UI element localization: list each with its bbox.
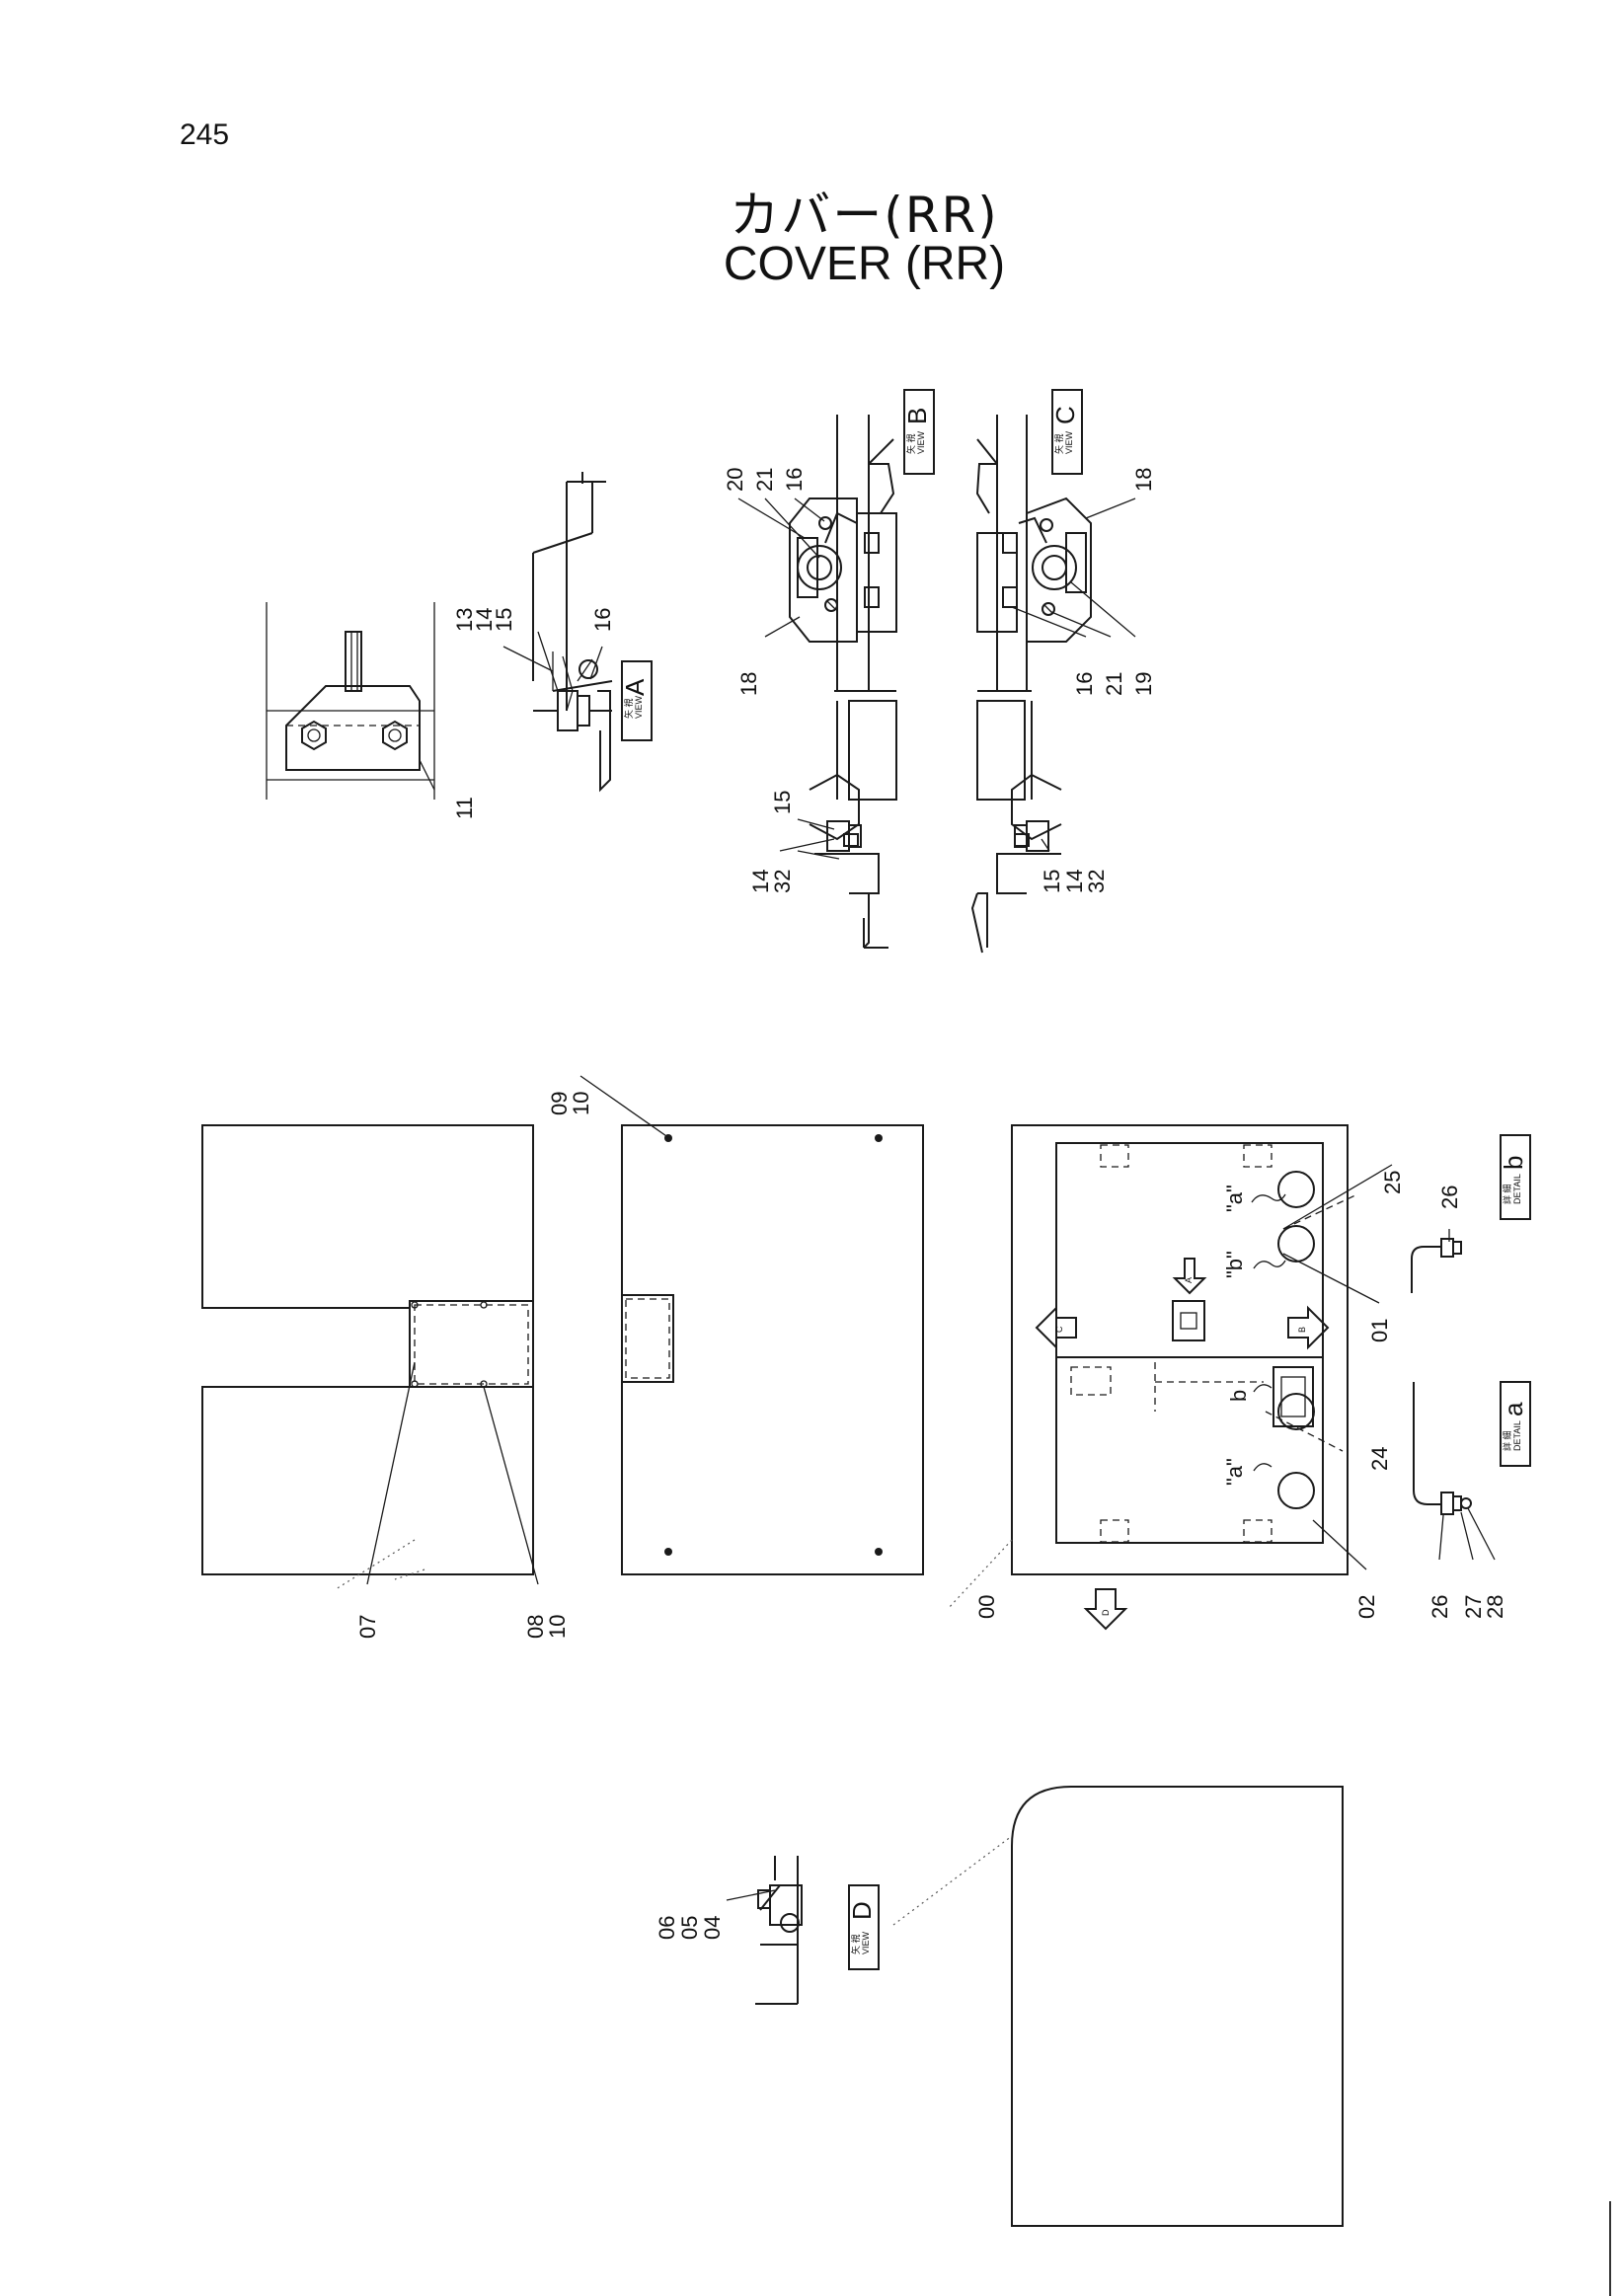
svg-text:B: B bbox=[902, 408, 932, 424]
page-number: 245 bbox=[180, 118, 230, 151]
svg-text:VIEW: VIEW bbox=[634, 695, 644, 719]
svg-text:16: 16 bbox=[1072, 672, 1097, 696]
svg-text:a: a bbox=[1499, 1402, 1528, 1416]
svg-text:16: 16 bbox=[590, 608, 615, 632]
svg-text:15: 15 bbox=[1040, 870, 1064, 893]
svg-text:09: 09 bbox=[547, 1092, 572, 1115]
callouts-view-a: 13 14 15 16 11 bbox=[452, 608, 615, 819]
cover-panel-middle bbox=[621, 1124, 924, 1575]
svg-text:08: 08 bbox=[523, 1615, 548, 1639]
svg-text:DETAIL: DETAIL bbox=[1512, 1420, 1522, 1451]
svg-text:14: 14 bbox=[472, 608, 497, 632]
svg-text:21: 21 bbox=[752, 468, 777, 492]
svg-text:26: 26 bbox=[1437, 1186, 1462, 1209]
svg-text:15: 15 bbox=[492, 608, 516, 632]
cover-panel-left bbox=[201, 1124, 534, 1575]
callouts-view-c: 18 16 21 19 bbox=[1011, 468, 1156, 696]
view-b-assembly bbox=[789, 415, 897, 691]
svg-text:10: 10 bbox=[545, 1615, 570, 1639]
svg-text:01: 01 bbox=[1367, 1319, 1392, 1342]
cover-frame-right: "a" "b" "a" b bbox=[1011, 1124, 1358, 1575]
svg-text:14: 14 bbox=[1062, 870, 1087, 893]
svg-text:07: 07 bbox=[355, 1615, 380, 1639]
perforated-floor-mat bbox=[1011, 1786, 1344, 2227]
page-edge-line bbox=[1609, 2201, 1611, 2296]
svg-text:16: 16 bbox=[782, 468, 807, 492]
svg-text:A: A bbox=[620, 678, 650, 696]
callouts-view-d: 06 05 04 bbox=[655, 1889, 776, 1940]
svg-text:26: 26 bbox=[1427, 1595, 1452, 1619]
svg-text:25: 25 bbox=[1380, 1171, 1405, 1194]
view-a-assembly bbox=[266, 472, 613, 800]
svg-text:矢 視: 矢 視 bbox=[1053, 433, 1064, 454]
svg-text:11: 11 bbox=[452, 797, 477, 819]
svg-text:18: 18 bbox=[1131, 468, 1156, 492]
svg-text:06: 06 bbox=[655, 1916, 679, 1940]
svg-text:b: b bbox=[1499, 1156, 1528, 1170]
view-c-assembly bbox=[975, 415, 1092, 691]
svg-text:13: 13 bbox=[452, 608, 477, 632]
detail-b-label-box: DETAIL 詳 細 b bbox=[1499, 1134, 1531, 1220]
svg-text:矢 視: 矢 視 bbox=[623, 698, 634, 719]
callouts-details: 26 26 27 28 bbox=[1427, 1186, 1507, 1619]
svg-text:"a": "a" bbox=[1222, 1458, 1247, 1486]
view-c-label-box: VIEW 矢 視 C bbox=[1050, 389, 1083, 475]
svg-text:19: 19 bbox=[1131, 672, 1156, 696]
svg-text:05: 05 bbox=[677, 1916, 702, 1940]
callouts-main: 09 10 07 08 10 00 02 24 01 25 bbox=[355, 1075, 1405, 1639]
title-english: COVER (RR) bbox=[723, 238, 1006, 290]
svg-text:20: 20 bbox=[723, 468, 747, 492]
arrow-b: B bbox=[1287, 1305, 1330, 1350]
view-d-label-box: VIEW 矢 視 D bbox=[847, 1884, 880, 1970]
svg-text:VIEW: VIEW bbox=[1064, 430, 1074, 454]
svg-text:04: 04 bbox=[700, 1916, 725, 1940]
svg-text:VIEW: VIEW bbox=[916, 430, 926, 454]
svg-text:28: 28 bbox=[1483, 1595, 1507, 1619]
svg-text:27: 27 bbox=[1461, 1595, 1486, 1619]
view-d-assembly bbox=[755, 1856, 803, 2005]
svg-text:矢 視: 矢 視 bbox=[905, 433, 916, 454]
detail-a-fitting bbox=[1413, 1382, 1472, 1515]
arrow-d: D bbox=[1083, 1588, 1128, 1631]
arrow-c: C bbox=[1035, 1305, 1077, 1350]
svg-text:D: D bbox=[1101, 1609, 1111, 1616]
svg-text:02: 02 bbox=[1354, 1595, 1379, 1619]
arrow-a: A bbox=[1172, 1258, 1207, 1295]
view-a-label-box: VIEW 矢 視 A bbox=[620, 660, 653, 741]
callouts-sections: 15 14 32 15 14 32 bbox=[748, 791, 1109, 893]
svg-text:32: 32 bbox=[1084, 870, 1109, 893]
view-b-label-box: VIEW 矢 視 B bbox=[902, 389, 935, 475]
detail-b-fitting bbox=[1411, 1229, 1462, 1293]
detail-a-label-box: DETAIL 詳 細 a bbox=[1499, 1381, 1531, 1467]
svg-text:"b": "b" bbox=[1222, 1251, 1247, 1278]
svg-text:DETAIL: DETAIL bbox=[1512, 1174, 1522, 1204]
svg-text:A: A bbox=[1184, 1277, 1194, 1283]
svg-text:14: 14 bbox=[748, 870, 773, 893]
section-right bbox=[970, 690, 1062, 954]
svg-text:矢 視: 矢 視 bbox=[850, 1934, 861, 1954]
svg-text:詳 細: 詳 細 bbox=[1502, 1184, 1512, 1204]
svg-text:21: 21 bbox=[1102, 672, 1126, 696]
svg-text:詳 細: 詳 細 bbox=[1502, 1430, 1512, 1451]
svg-text:b: b bbox=[1226, 1390, 1251, 1402]
svg-text:24: 24 bbox=[1367, 1447, 1392, 1471]
svg-text:10: 10 bbox=[569, 1092, 593, 1115]
svg-text:B: B bbox=[1297, 1327, 1307, 1333]
title-japanese: カバー(RR) bbox=[730, 187, 999, 244]
callouts-view-b: 20 21 16 18 bbox=[723, 468, 825, 696]
section-left bbox=[809, 690, 897, 949]
svg-text:VIEW: VIEW bbox=[861, 1931, 871, 1954]
svg-text:18: 18 bbox=[736, 672, 761, 696]
svg-text:"a": "a" bbox=[1222, 1185, 1247, 1212]
svg-text:C: C bbox=[1050, 406, 1080, 424]
svg-text:D: D bbox=[847, 1901, 877, 1920]
svg-text:15: 15 bbox=[770, 791, 795, 814]
svg-text:00: 00 bbox=[974, 1595, 999, 1619]
svg-text:32: 32 bbox=[770, 870, 795, 893]
svg-text:C: C bbox=[1054, 1326, 1064, 1333]
